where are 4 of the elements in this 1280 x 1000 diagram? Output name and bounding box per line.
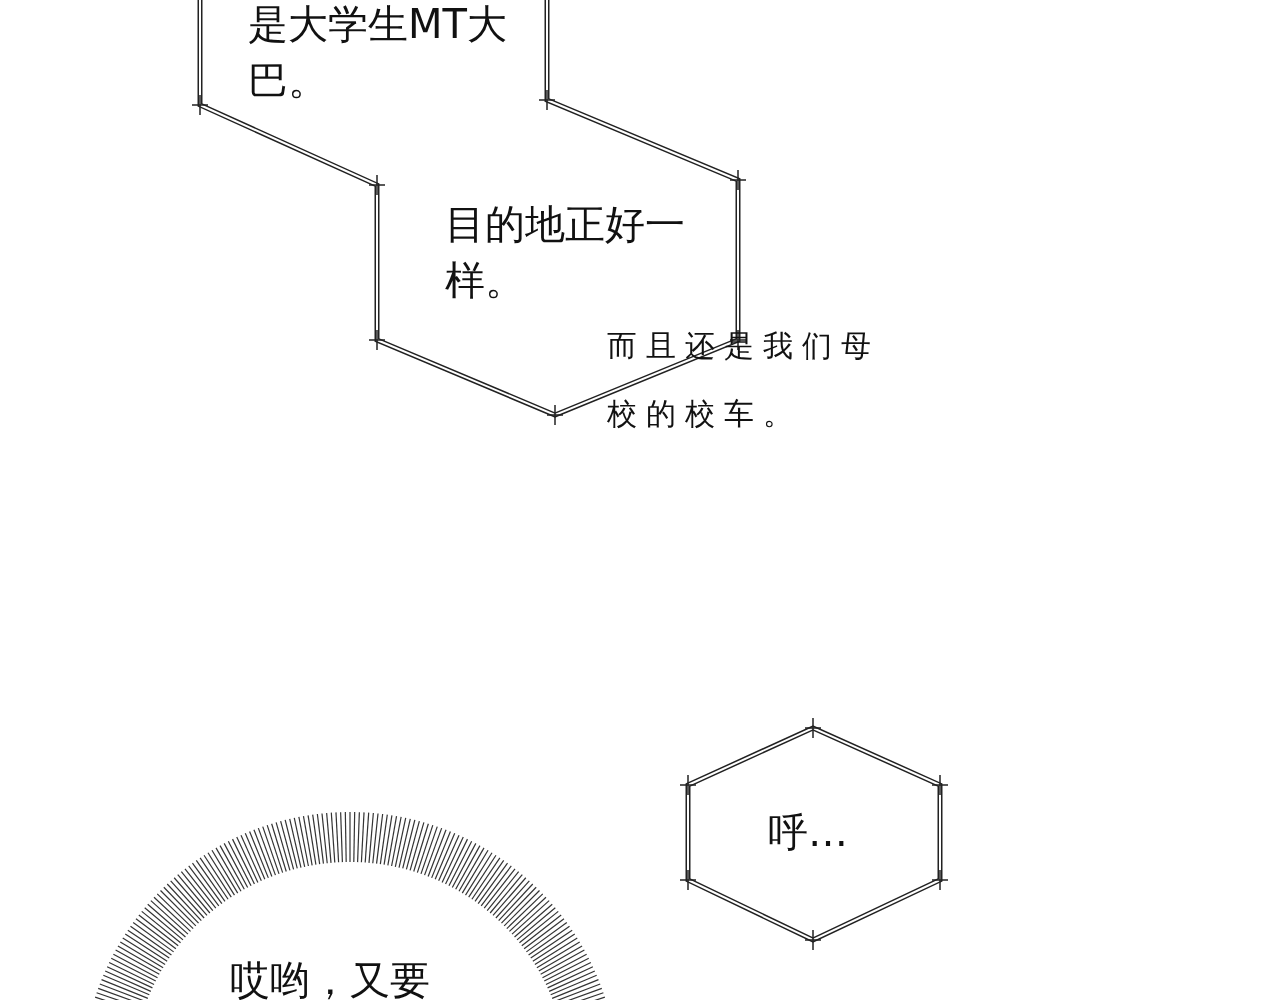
dialogue-text: 呼…	[768, 808, 849, 857]
dialogue-text: 哎哟，又要	[230, 956, 431, 1000]
dialogue-text: 是大学生MT大巴。	[248, 0, 508, 105]
dialogue-text: 目的地正好一样。	[445, 200, 685, 305]
